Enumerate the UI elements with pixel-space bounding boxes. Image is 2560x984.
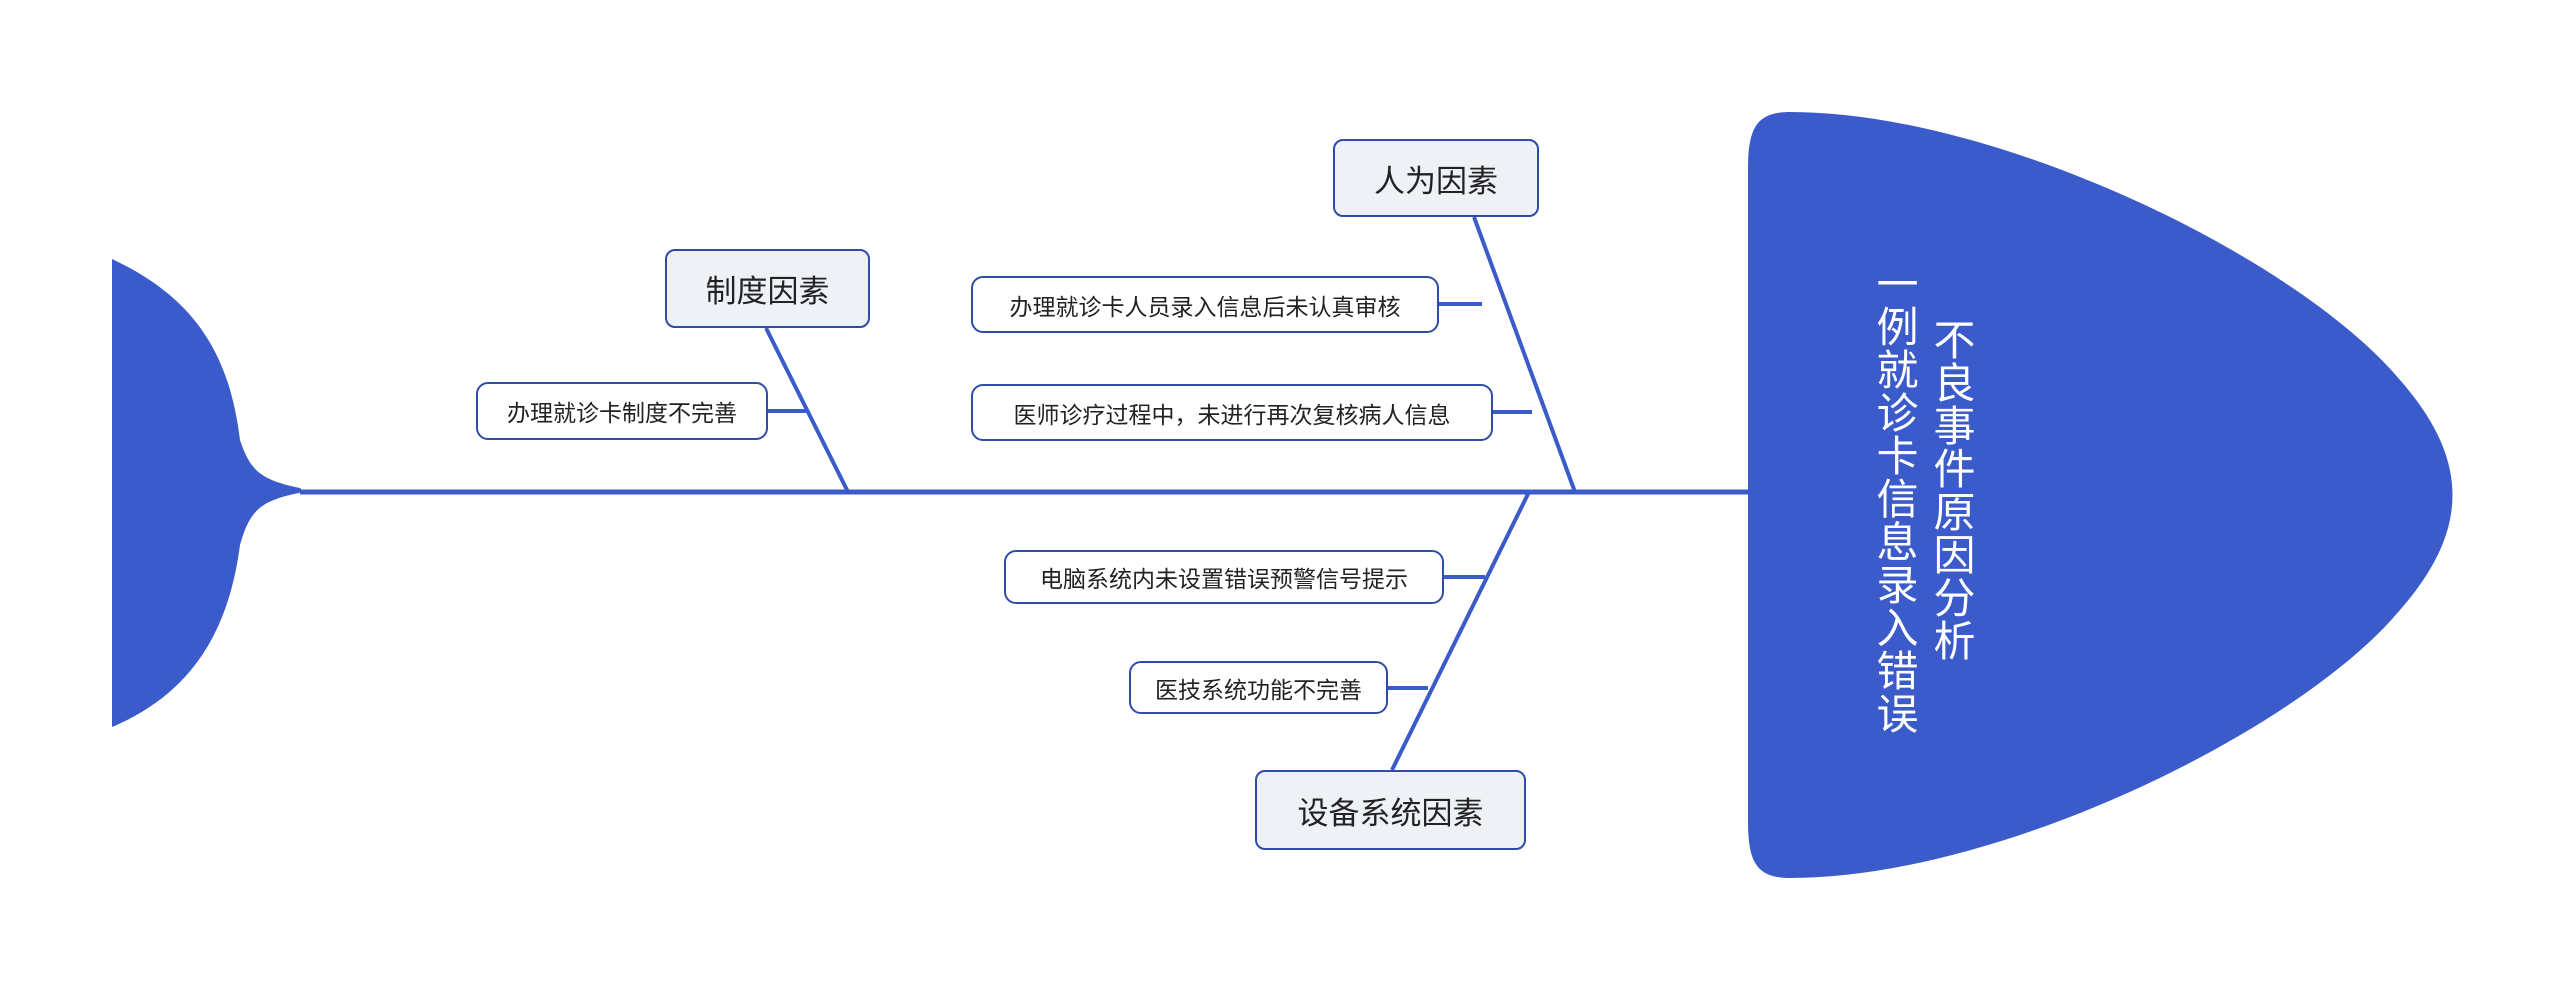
category-system-factors[interactable]: 制度因素: [665, 249, 870, 328]
head-title-line2: 一例就诊卡信息录入错误: [1870, 262, 1919, 735]
cause-item[interactable]: 电脑系统内未设置错误预警信号提示: [1004, 550, 1444, 604]
cause-item[interactable]: 办理就诊卡制度不完善: [476, 382, 768, 440]
bone-equipment: [1390, 491, 1531, 771]
category-human-factors[interactable]: 人为因素: [1333, 139, 1539, 217]
bone-system: [764, 327, 850, 493]
cause-item[interactable]: 医技系统功能不完善: [1129, 661, 1388, 714]
fish-head: [1748, 112, 2453, 878]
bones: [764, 216, 1577, 771]
category-equipment-factors[interactable]: 设备系统因素: [1255, 770, 1526, 850]
cause-item[interactable]: 办理就诊卡人员录入信息后未认真审核: [971, 276, 1439, 333]
head-title-line1: 不良事件原因分析: [1927, 318, 1976, 662]
cause-item[interactable]: 医师诊疗过程中，未进行再次复核病人信息: [971, 384, 1493, 441]
bone-human: [1472, 216, 1577, 493]
fish-tail: [112, 259, 304, 727]
